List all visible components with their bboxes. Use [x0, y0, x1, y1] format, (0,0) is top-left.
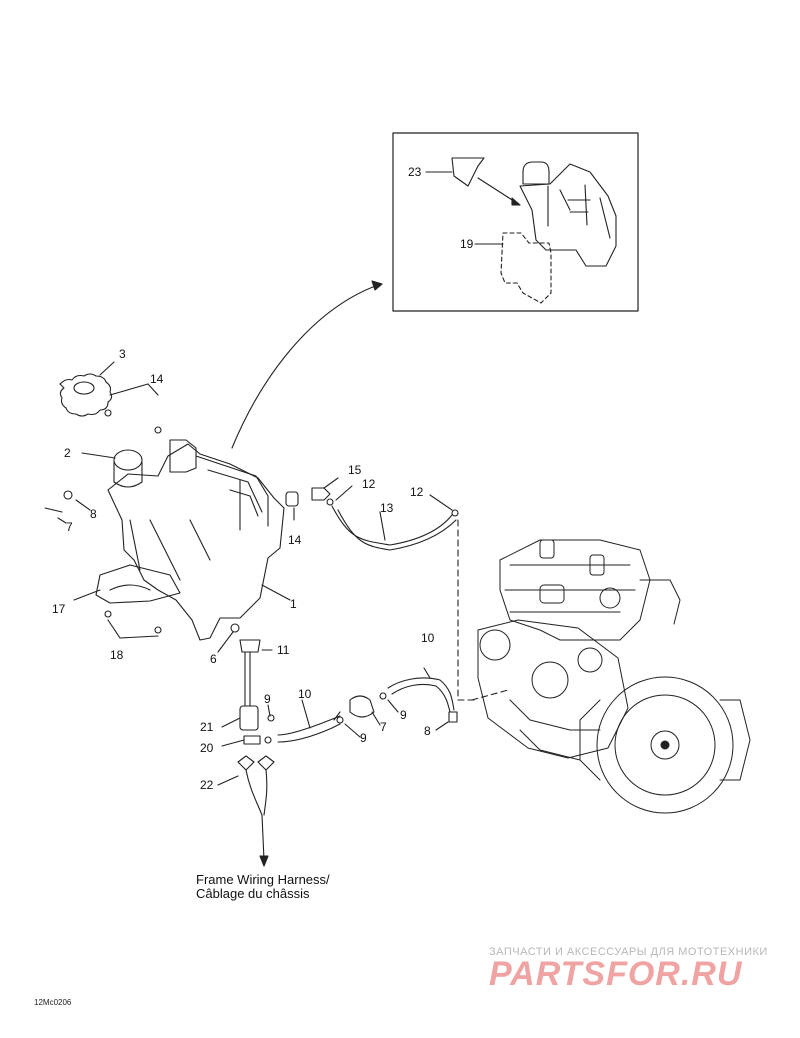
part-label: 14: [288, 533, 302, 547]
part-label: 20: [200, 741, 214, 755]
part-label: 10: [421, 631, 435, 645]
caption-line-1: Frame Wiring Harness/: [196, 872, 330, 887]
part-label: 7: [66, 520, 73, 534]
part-label: 8: [424, 724, 431, 738]
oil-tank-drawing: [95, 439, 285, 641]
part-label: 1: [290, 597, 297, 611]
part-label: 2: [64, 446, 71, 460]
part-label: 21: [200, 720, 214, 734]
part-label: 13: [380, 501, 394, 515]
frame-wiring-harness-caption: Frame Wiring Harness/ Câblage du châssis: [196, 873, 330, 901]
part-label: 9: [360, 731, 367, 745]
inset-tank-drawing: [451, 157, 617, 304]
watermark-logo-left: PARTS: [489, 955, 607, 993]
inset-frame: [392, 132, 639, 312]
tank-cap-drawing: [59, 373, 113, 417]
drawing-code: 12Mc0206: [34, 998, 72, 1007]
part-label: 6: [210, 652, 217, 666]
part-label: 23: [408, 165, 422, 179]
part-number-labels: 3 14 2 8 7 17 18 6 1 11 14 15 12 13 12 1…: [52, 165, 474, 792]
watermark-logo-right: FOR.RU: [606, 955, 743, 993]
part-label: 12: [410, 485, 424, 499]
part-label: 7: [380, 720, 387, 734]
part-label: 12: [362, 477, 376, 491]
part-label: 22: [200, 778, 214, 792]
part-label: 14: [150, 372, 164, 386]
part-label: 3: [119, 347, 126, 361]
part-label: 10: [298, 687, 312, 701]
watermark-logo: PARTSFOR.RU: [489, 955, 742, 994]
watermark-subtitle: ЗАПЧАСТИ И АКСЕССУАРЫ ДЛЯ МОТОТЕХНИКИ: [489, 946, 768, 958]
part-label: 11: [277, 643, 290, 657]
part-label: 15: [348, 463, 362, 477]
part-label: 9: [400, 708, 407, 722]
part-label: 9: [264, 692, 271, 706]
part-label: 17: [52, 602, 66, 616]
part-label: 8: [90, 507, 97, 521]
engine-drawing: [477, 539, 751, 814]
part-label: 18: [110, 648, 124, 662]
caption-line-2: Câblage du châssis: [196, 886, 310, 901]
part-label: 19: [460, 237, 474, 251]
